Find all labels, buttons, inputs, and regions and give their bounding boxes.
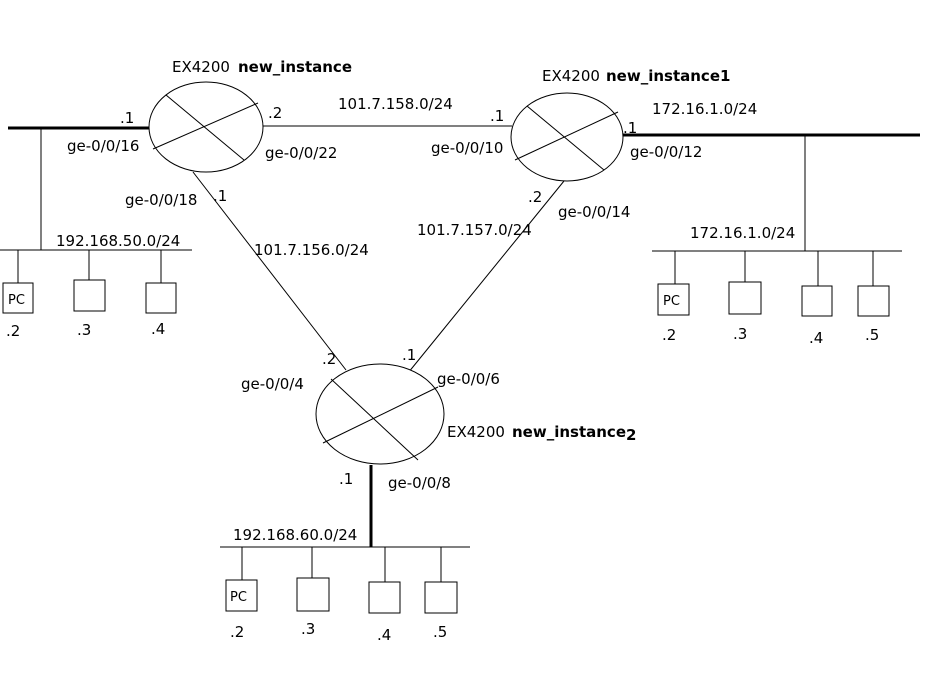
bottom-host-2-box xyxy=(296,577,330,612)
router-r3-name: new_instance2 xyxy=(512,423,636,444)
link-r2-r3-r2-if: ge-0/0/14 xyxy=(558,203,630,221)
link-r1-r2-r2-if: ge-0/0/10 xyxy=(431,139,503,157)
bottom-host-1-label: PC xyxy=(230,590,247,605)
right-lan-router-ip: .1 xyxy=(623,119,637,137)
left-lan-router-ip: .1 xyxy=(120,109,134,127)
bottom-lan-router-if: ge-0/0/8 xyxy=(388,474,451,492)
link-r2-r3-r3-ip: .1 xyxy=(402,346,416,364)
link-r2-r3-r2-ip: .2 xyxy=(528,188,542,206)
router-r3-model: EX4200 xyxy=(447,423,505,441)
left-host-1-label: PC xyxy=(8,293,25,308)
link-r2-r3-r3-if: ge-0/0/6 xyxy=(437,370,500,388)
link-r1-r2-r2-ip: .1 xyxy=(490,107,504,125)
link-r1-r3-r3-ip: .2 xyxy=(322,350,336,368)
link-r1-r3-r1-if: ge-0/0/18 xyxy=(125,191,197,209)
bottom-host-4-ip: .5 xyxy=(433,623,447,641)
left-lan-router-if: ge-0/0/16 xyxy=(67,137,139,155)
router-r2-icon xyxy=(510,92,624,182)
left-host-2-box xyxy=(73,279,106,312)
link-r1-r2-network: 101.7.158.0/24 xyxy=(338,95,453,113)
link-r1-r2-r1-ip: .2 xyxy=(268,104,282,122)
right-lan-network-top: 172.16.1.0/24 xyxy=(652,100,757,118)
bottom-host-1-ip: .2 xyxy=(230,623,244,641)
bottom-lan-router-ip: .1 xyxy=(339,470,353,488)
left-host-3-ip: .4 xyxy=(151,320,165,338)
link-r2-r3 xyxy=(407,180,565,374)
link-r1-r2-r1-if: ge-0/0/22 xyxy=(265,144,337,162)
bottom-host-4-box xyxy=(424,581,458,614)
router-r2-model: EX4200 xyxy=(542,67,600,85)
router-r3-name-main: new_instance xyxy=(512,423,626,441)
left-host-1-ip: .2 xyxy=(6,322,20,340)
bottom-host-3-box xyxy=(368,581,401,614)
left-host-3-box xyxy=(145,282,177,314)
right-host-2-ip: .3 xyxy=(733,325,747,343)
left-host-1-box xyxy=(2,282,34,314)
right-host-4-ip: .5 xyxy=(865,326,879,344)
link-r1-r3 xyxy=(192,171,347,371)
router-r2-name: new_instance1 xyxy=(606,67,730,85)
router-r1-model: EX4200 xyxy=(172,58,230,76)
bottom-host-1-box xyxy=(225,579,258,612)
router-r1-icon xyxy=(148,81,264,173)
right-lan-router-if: ge-0/0/12 xyxy=(630,143,702,161)
bottom-host-2-ip: .3 xyxy=(301,620,315,638)
right-host-1-ip: .2 xyxy=(662,326,676,344)
right-host-4-box xyxy=(857,285,890,317)
link-r1-r3-r1-ip: .1 xyxy=(213,187,227,205)
link-r1-r3-r3-if: ge-0/0/4 xyxy=(241,375,304,393)
router-r1-name: new_instance xyxy=(238,58,352,76)
right-host-3-ip: .4 xyxy=(809,329,823,347)
link-r2-r3-network: 101.7.157.0/24 xyxy=(417,221,532,239)
bottom-host-3-ip: .4 xyxy=(377,626,391,644)
right-host-3-box xyxy=(801,285,833,317)
right-host-1-label: PC xyxy=(663,294,680,309)
router-r3-name-suffix: 2 xyxy=(626,426,636,444)
right-lan-network: 172.16.1.0/24 xyxy=(690,224,795,242)
left-lan-network: 192.168.50.0/24 xyxy=(56,232,180,250)
right-host-2-box xyxy=(728,281,762,315)
router-r3-icon xyxy=(315,363,445,465)
left-host-2-ip: .3 xyxy=(77,321,91,339)
right-host-1-box xyxy=(657,283,690,316)
link-r1-r3-network: 101.7.156.0/24 xyxy=(254,241,369,259)
bottom-lan-network: 192.168.60.0/24 xyxy=(233,526,357,544)
